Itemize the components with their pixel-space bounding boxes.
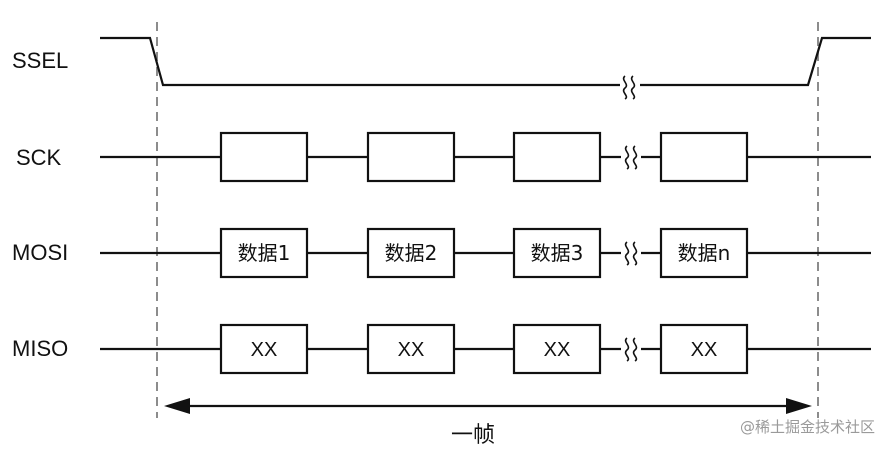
mosi-waveform: 数据1 数据2 数据3 数据n	[100, 227, 871, 279]
mosi-cell-3-label: 数据3	[531, 241, 584, 265]
mosi-break-mark	[624, 241, 638, 266]
miso-cell-2: XX	[366, 323, 456, 375]
arrowhead-right-icon	[786, 398, 812, 414]
mosi-cell-1: 数据1	[219, 227, 309, 279]
miso-break-mark	[624, 337, 638, 362]
ssel-waveform-left	[100, 36, 620, 87]
mosi-cell-1-label: 数据1	[238, 241, 291, 265]
miso-cell-3-label: XX	[544, 339, 571, 361]
miso-cell-3: XX	[512, 323, 602, 375]
sck-waveform	[100, 131, 871, 183]
ssel-break-mark	[622, 75, 636, 100]
mosi-cell-3: 数据3	[512, 227, 602, 279]
ssel-waveform-right	[640, 36, 871, 87]
miso-waveform: XX XX XX XX	[100, 323, 871, 375]
signal-label-mosi: MOSI	[12, 240, 68, 265]
sck-pulse-n	[659, 131, 749, 183]
mosi-cell-2-label: 数据2	[385, 241, 438, 265]
mosi-cell-2: 数据2	[366, 227, 456, 279]
sck-pulse-3	[512, 131, 602, 183]
sck-pulse-2	[366, 131, 456, 183]
miso-cell-n: XX	[659, 323, 749, 375]
signal-label-sck: SCK	[16, 145, 62, 170]
miso-cell-n-label: XX	[691, 339, 718, 361]
frame-label: 一帧	[451, 423, 495, 448]
signal-label-miso: MISO	[12, 336, 68, 361]
sck-pulse-1	[219, 131, 309, 183]
miso-cell-1-label: XX	[251, 339, 278, 361]
signal-label-ssel: SSEL	[12, 48, 68, 73]
miso-cell-1: XX	[219, 323, 309, 375]
miso-cell-2-label: XX	[398, 339, 425, 361]
frame-span-arrow	[164, 398, 812, 414]
arrowhead-left-icon	[164, 398, 190, 414]
mosi-cell-n-label: 数据n	[678, 241, 731, 265]
mosi-cell-n: 数据n	[659, 227, 749, 279]
watermark-text: @稀土掘金技术社区	[740, 418, 875, 436]
sck-break-mark	[624, 145, 638, 170]
